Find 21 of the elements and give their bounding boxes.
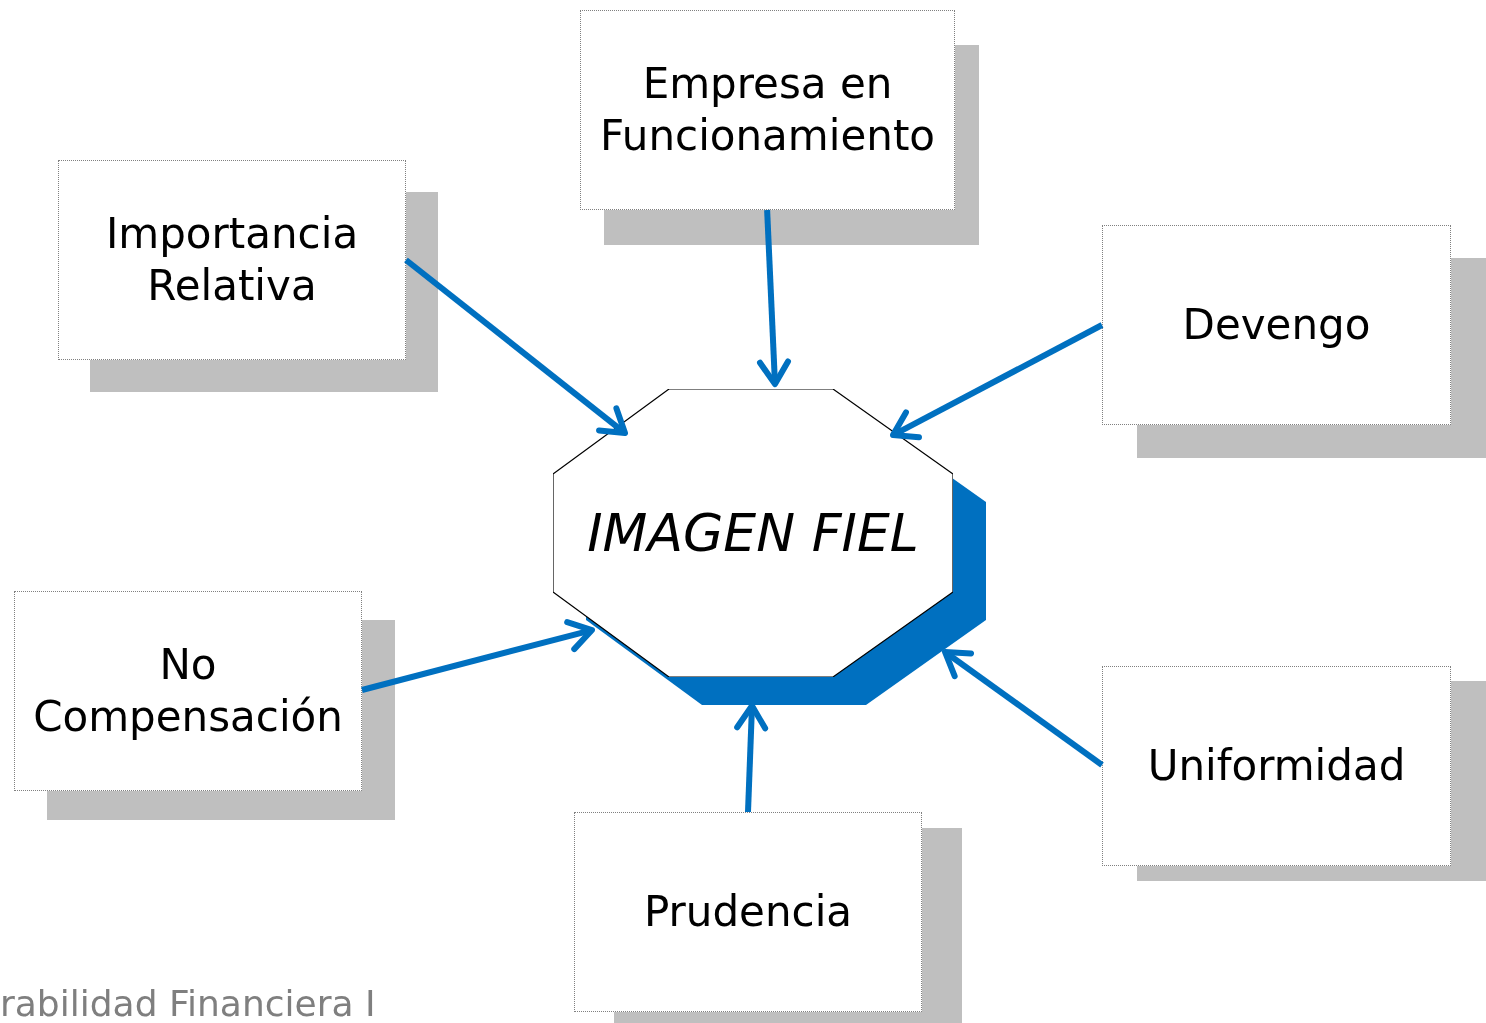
text-box (1102, 666, 1451, 866)
title-text: IMAGEN FIEL (587, 501, 919, 565)
box-label: Importancia Relativa (104, 207, 360, 312)
arrow (757, 209, 791, 388)
box-label: Prudencia (643, 885, 853, 938)
text-box (14, 591, 362, 791)
text-box (1102, 225, 1451, 425)
footer-text: rabilidad Financiera I (0, 986, 376, 1022)
text-box (58, 160, 406, 360)
box-label: Devengo (1182, 298, 1371, 351)
arrow (361, 619, 595, 693)
arrow (890, 322, 1104, 441)
text-box (574, 812, 922, 1012)
arrow (404, 257, 628, 437)
box-label: No Compensación (32, 638, 344, 743)
text-box (580, 10, 955, 210)
octagon-node (553, 389, 953, 677)
box-label: Uniformidad (1147, 739, 1406, 792)
box-label: Empresa en Funcionamiento (598, 57, 937, 162)
arrow (942, 648, 1104, 768)
arrow (734, 702, 769, 813)
